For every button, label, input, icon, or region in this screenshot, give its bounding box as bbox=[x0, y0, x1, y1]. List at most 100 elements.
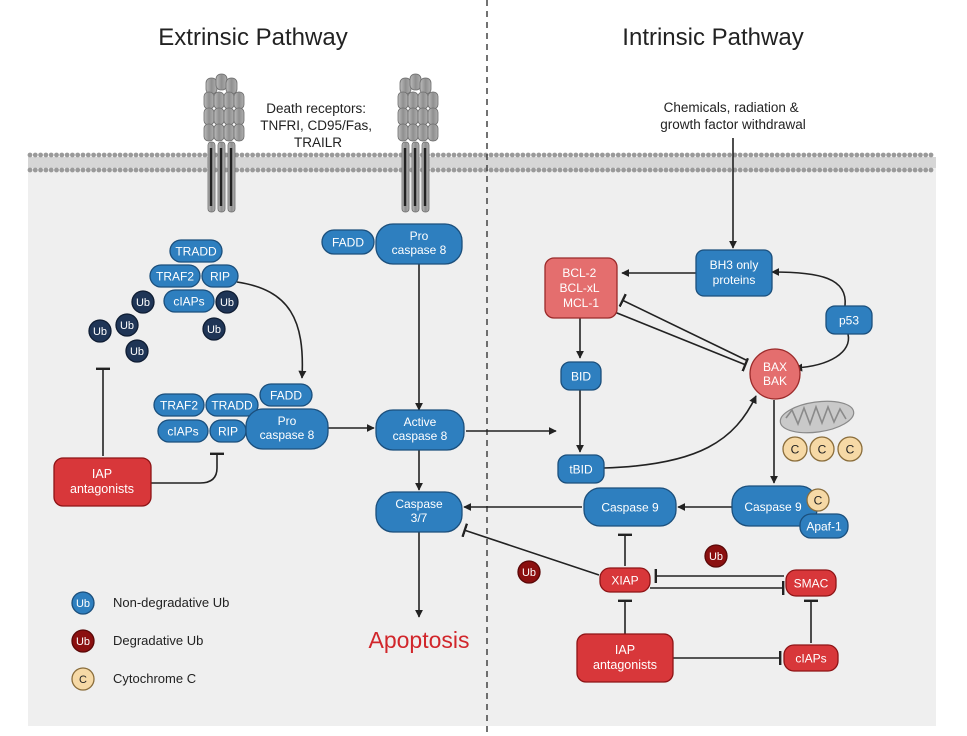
lipid-head bbox=[578, 152, 584, 158]
lipid-head bbox=[796, 152, 801, 158]
lipid-head bbox=[796, 167, 801, 173]
lipid-head bbox=[181, 152, 187, 158]
ub-icon bbox=[215, 290, 239, 314]
lipid-head bbox=[54, 152, 59, 158]
ub-icon bbox=[88, 319, 112, 343]
lipid-head bbox=[541, 152, 547, 158]
lipid-head bbox=[456, 152, 462, 158]
lipid-head bbox=[759, 167, 764, 173]
lipid-head bbox=[324, 167, 330, 173]
lipid-head bbox=[700, 152, 706, 158]
lipid-head bbox=[303, 152, 308, 158]
lipid-head bbox=[552, 167, 558, 173]
lipid-head bbox=[753, 167, 759, 173]
lipid-head bbox=[600, 167, 605, 173]
lipid-head bbox=[684, 167, 690, 173]
lipid-head bbox=[610, 167, 616, 173]
lipid-head bbox=[886, 167, 891, 173]
inhibit-xiap-casp37 bbox=[461, 523, 600, 576]
lipid-head bbox=[626, 167, 632, 173]
lipid-head bbox=[32, 167, 38, 173]
lipid-head bbox=[361, 152, 367, 158]
lipid-head bbox=[112, 152, 118, 158]
lipid-head bbox=[653, 167, 658, 173]
lipid-head bbox=[451, 152, 457, 158]
lipid-head bbox=[117, 167, 123, 173]
lipid-head bbox=[186, 152, 192, 158]
lipid-head bbox=[38, 152, 43, 158]
lipid-head bbox=[700, 167, 706, 173]
lipid-head bbox=[340, 152, 346, 158]
svg-text:Ub: Ub bbox=[120, 320, 134, 332]
lipid-head bbox=[912, 167, 918, 173]
lipid-head bbox=[647, 152, 653, 158]
lipid-head bbox=[504, 152, 510, 158]
lipid-head bbox=[160, 152, 165, 158]
svg-text:Ub: Ub bbox=[76, 636, 90, 648]
lipid-head bbox=[372, 167, 377, 173]
lipid-head bbox=[59, 152, 65, 158]
traf2-node-1 bbox=[149, 264, 201, 288]
lipid-head bbox=[133, 152, 139, 158]
lipid-head bbox=[780, 152, 785, 158]
lipid-head bbox=[149, 152, 155, 158]
lipid-head bbox=[75, 167, 81, 173]
lipid-head bbox=[716, 167, 722, 173]
lipid-head bbox=[690, 167, 695, 173]
lipid-head bbox=[589, 152, 595, 158]
lipid-head bbox=[85, 167, 91, 173]
lipid-head bbox=[838, 167, 844, 173]
lipid-head bbox=[531, 167, 536, 173]
svg-text:Caspase 9: Caspase 9 bbox=[744, 500, 802, 514]
lipid-head bbox=[38, 167, 43, 173]
lipid-head bbox=[266, 152, 271, 158]
lipid-head bbox=[600, 152, 605, 158]
lipid-head bbox=[668, 152, 674, 158]
lipid-head bbox=[658, 152, 664, 158]
lipid-head bbox=[356, 167, 361, 173]
lipid-head bbox=[287, 152, 293, 158]
lipid-head bbox=[255, 167, 261, 173]
svg-text:Ub: Ub bbox=[220, 297, 234, 309]
lipid-head bbox=[870, 167, 876, 173]
inhibit-bcl-bax bbox=[611, 310, 749, 372]
lipid-head bbox=[504, 167, 510, 173]
xiap-node: XIAP bbox=[599, 567, 651, 593]
bid-node: BID bbox=[560, 361, 602, 391]
ub-icon bbox=[131, 290, 155, 314]
lipid-head bbox=[833, 152, 838, 158]
lipid-head bbox=[123, 152, 128, 158]
lipid-head bbox=[817, 167, 823, 173]
lipid-head bbox=[393, 152, 399, 158]
lipid-head bbox=[271, 152, 277, 158]
lipid-head bbox=[653, 152, 658, 158]
lipid-head bbox=[234, 167, 240, 173]
lipid-head bbox=[494, 167, 499, 173]
lipid-head bbox=[849, 167, 854, 173]
traf2-node-2 bbox=[153, 393, 205, 417]
lipid-head bbox=[896, 167, 902, 173]
lipid-head bbox=[684, 152, 690, 158]
svg-text:C: C bbox=[814, 494, 823, 508]
lipid-head bbox=[350, 167, 356, 173]
mitochondrion-icon bbox=[779, 400, 855, 434]
lipid-head bbox=[918, 167, 923, 173]
lipid-head bbox=[859, 167, 865, 173]
lipid-head bbox=[774, 152, 780, 158]
lipid-head bbox=[891, 152, 897, 158]
lipid-head bbox=[467, 167, 473, 173]
lipid-head bbox=[838, 152, 844, 158]
lipid-head bbox=[430, 152, 436, 158]
lipid-head bbox=[902, 167, 907, 173]
lipid-head bbox=[478, 152, 483, 158]
lipid-head bbox=[446, 167, 452, 173]
lipid-head bbox=[335, 167, 340, 173]
lipid-head bbox=[96, 167, 102, 173]
lipid-head bbox=[547, 152, 552, 158]
svg-text:Ub: Ub bbox=[207, 324, 221, 336]
lipid-head bbox=[584, 167, 589, 173]
lipid-head bbox=[271, 167, 277, 173]
lipid-head bbox=[827, 167, 833, 173]
